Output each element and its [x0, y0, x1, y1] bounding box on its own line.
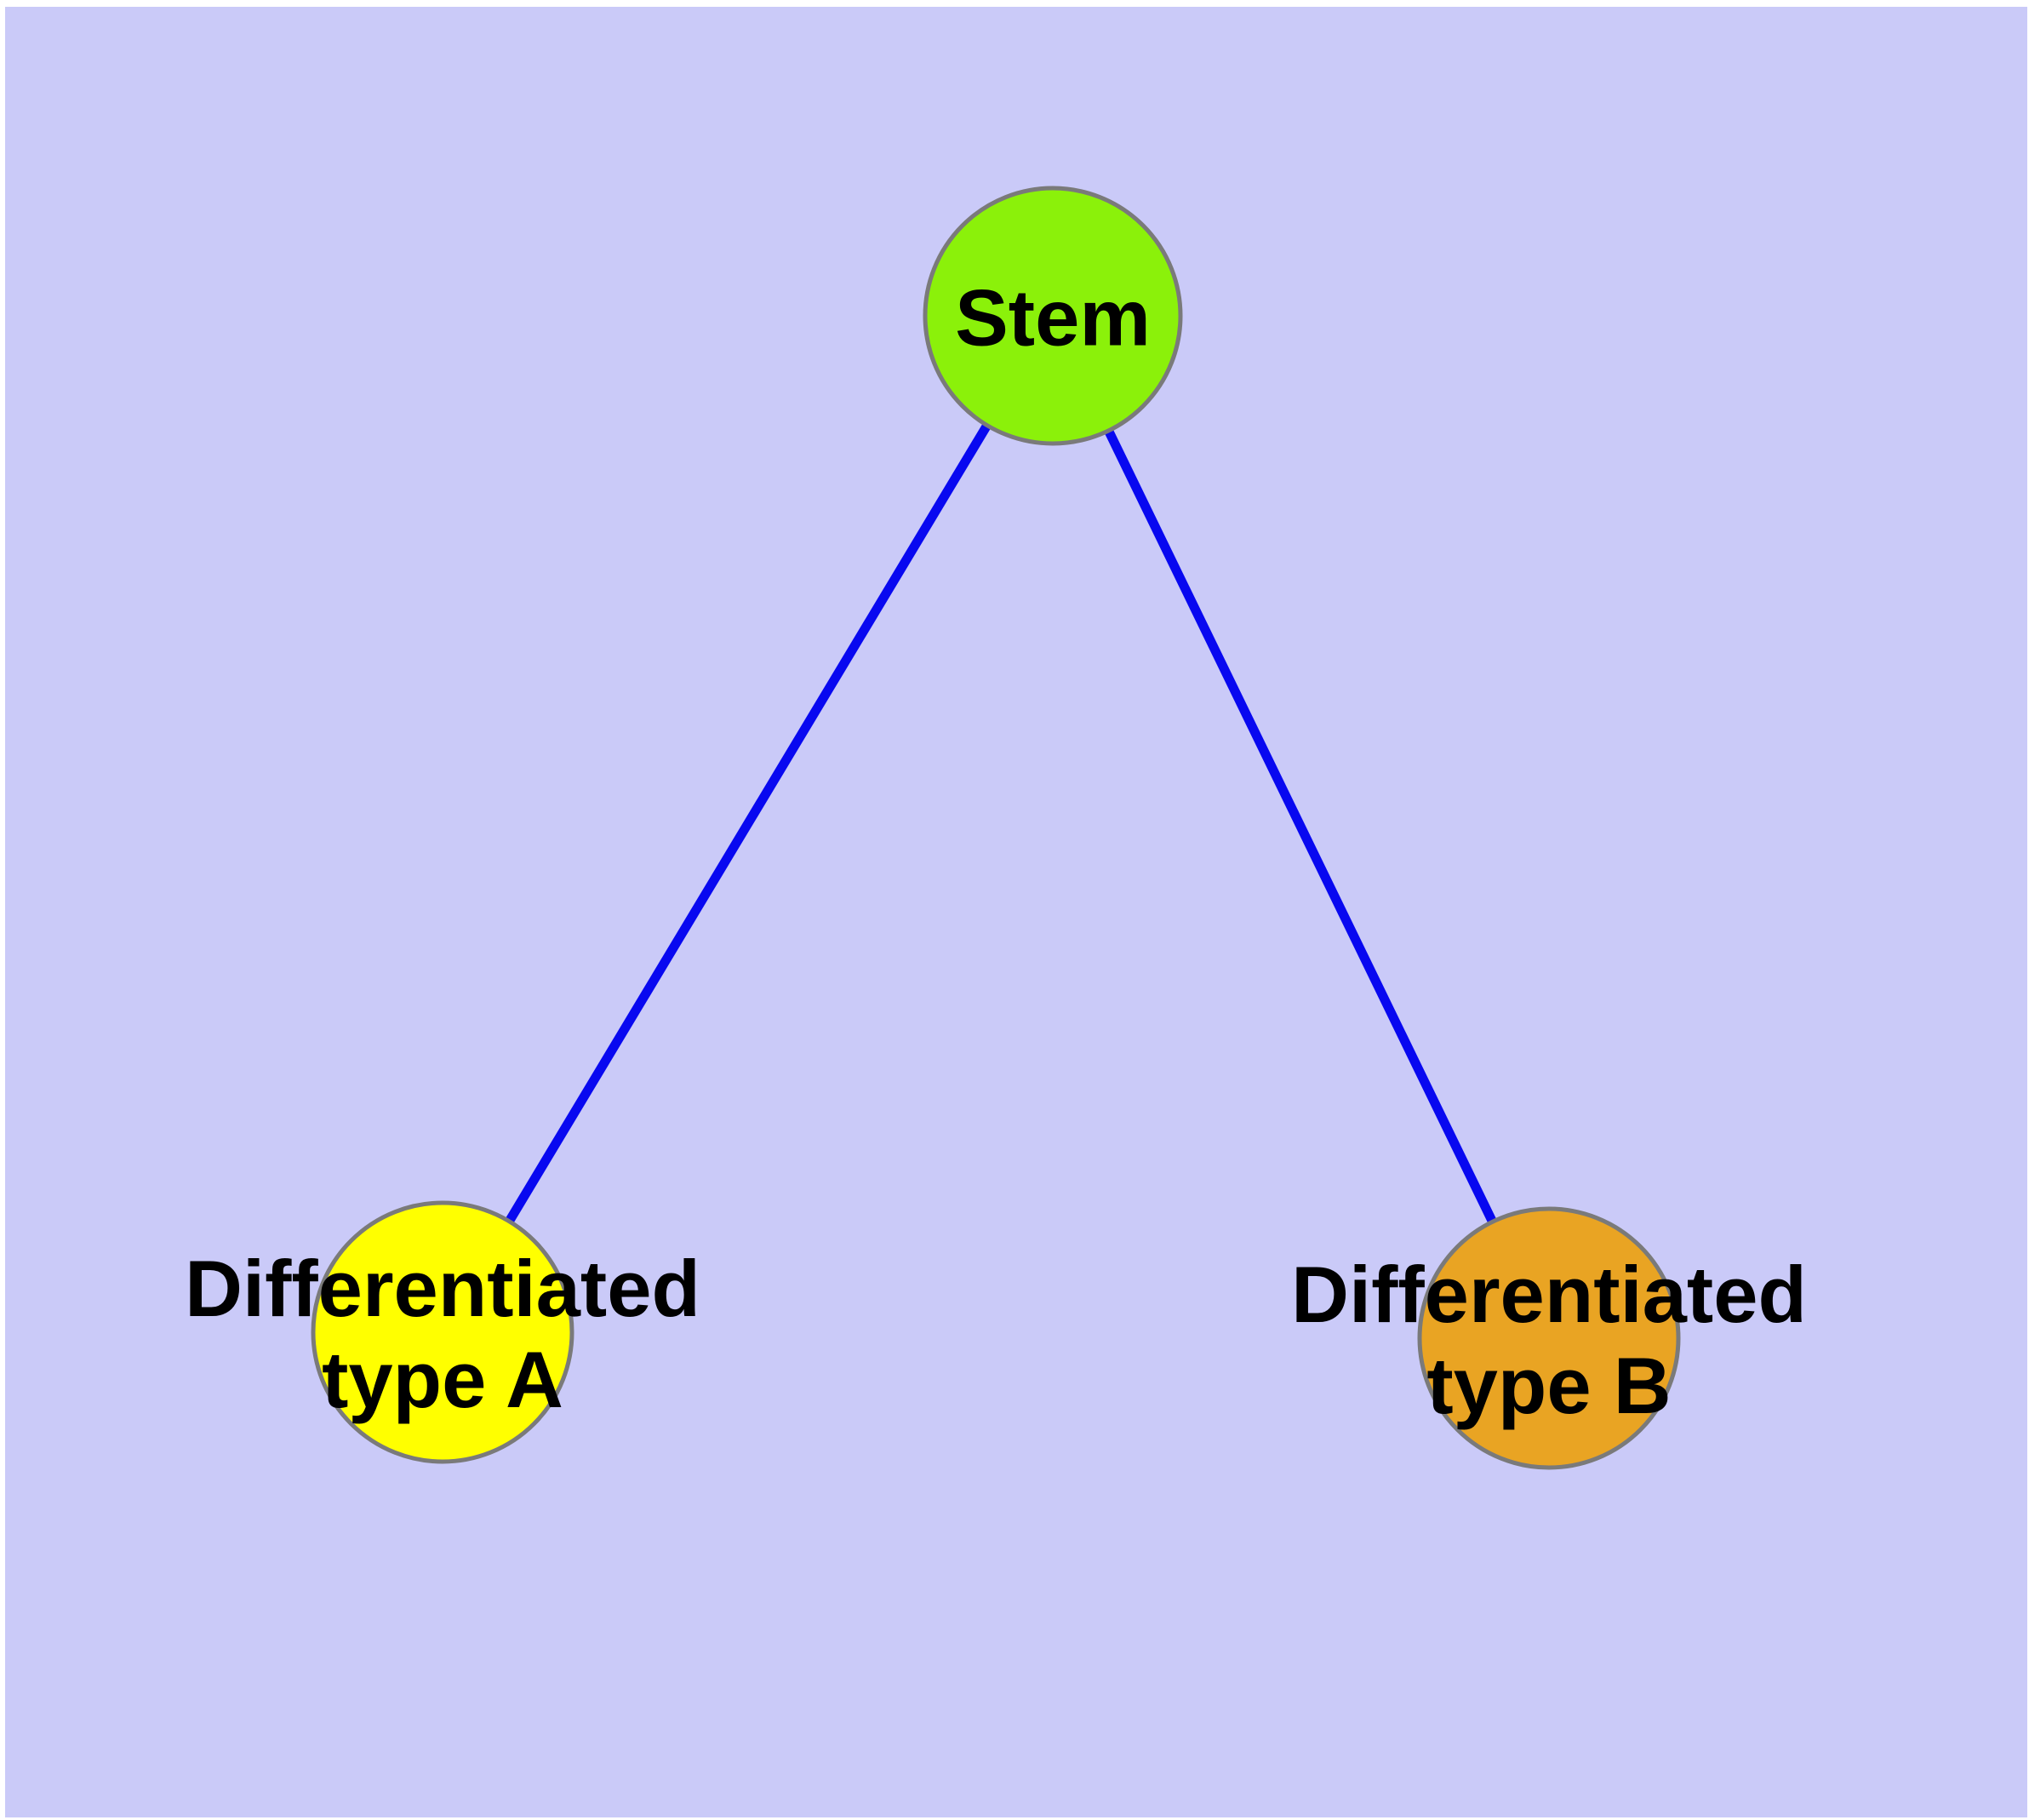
node-stem-label: Stem — [955, 272, 1151, 363]
node-type-a-label: Differentiated type A — [185, 1244, 700, 1424]
node-stem-circle — [923, 186, 1183, 446]
node-type-a-circle — [311, 1200, 574, 1464]
edge-stem-to-type-b — [1049, 313, 1553, 1341]
edge-stem-to-type-a — [438, 313, 1057, 1335]
node-type-b-circle — [1417, 1206, 1681, 1470]
node-type-b-label: Differentiated type B — [1291, 1250, 1807, 1430]
